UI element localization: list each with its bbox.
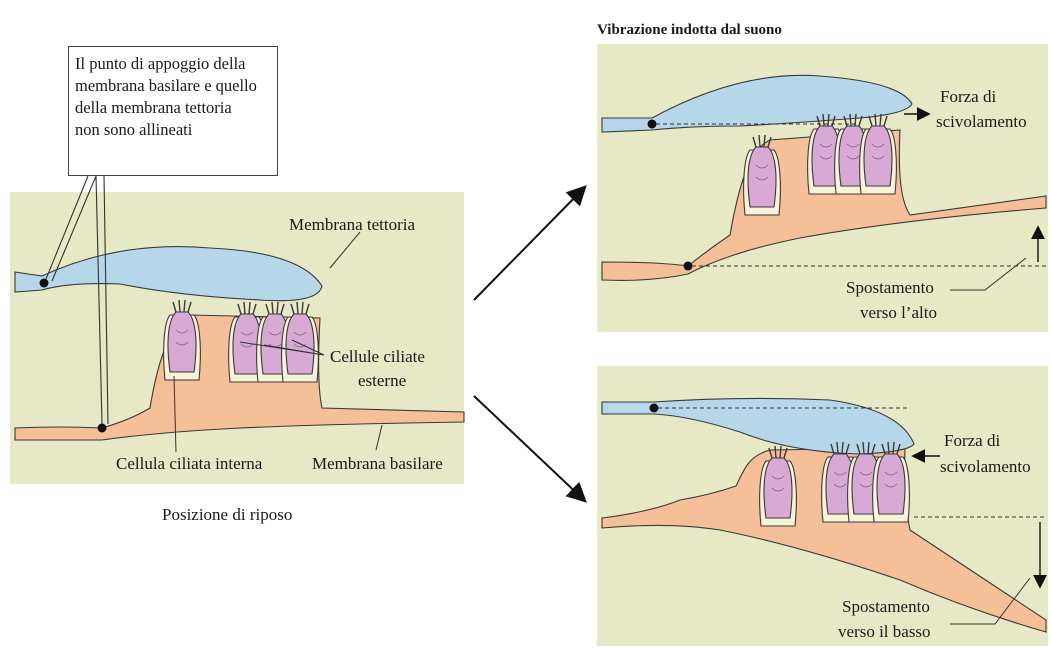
down-shift-label-line1: Spostamento [842, 597, 930, 616]
up-tectorial-pivot [648, 120, 657, 129]
callout-line-3: della membrana tettoria [75, 97, 271, 119]
inner-cell-label: Cellula ciliata interna [116, 454, 263, 473]
outer-cells-label-line1: Cellule ciliate [330, 347, 425, 366]
arrow-to-down-panel [474, 396, 584, 500]
down-panel: Forza di scivolamento Spostamento verso … [597, 366, 1048, 646]
down-force-label-line1: Forza di [944, 431, 1000, 450]
up-force-label-line1: Forza di [940, 87, 996, 106]
rest-basilar-pivot [98, 424, 107, 433]
outer-cells-label-line2: esterne [358, 371, 406, 390]
down-tectorial-pivot [650, 404, 659, 413]
rest-tectorial-pivot [40, 279, 49, 288]
arrow-to-up-panel [474, 188, 584, 300]
down-shift-label-line2: verso il basso [838, 622, 931, 641]
callout-line-4: non sono allineati [75, 119, 271, 141]
up-panel: Forza di scivolamento Spostamento verso … [597, 44, 1048, 332]
callout-line-2: membrana basilare e quello [75, 75, 271, 97]
tectorial-label: Membrana tettoria [289, 215, 415, 234]
rest-caption: Posizione di riposo [162, 505, 292, 524]
down-force-label-line2: scivolamento [940, 457, 1031, 476]
callout-line-1: Il punto di appoggio della [75, 53, 271, 75]
up-basilar-pivot [684, 262, 693, 271]
up-shift-label-line1: Spostamento [846, 278, 934, 297]
up-force-label-line2: scivolamento [936, 112, 1027, 131]
alignment-callout-box: Il punto di appoggio della membrana basi… [68, 46, 278, 176]
basilar-label: Membrana basilare [312, 454, 443, 473]
rest-panel: Membrana tettoria Cellule ciliate estern… [10, 176, 464, 524]
vibration-title: Vibrazione indotta dal suono [597, 22, 782, 38]
up-shift-label-line2: verso l’alto [860, 303, 937, 322]
